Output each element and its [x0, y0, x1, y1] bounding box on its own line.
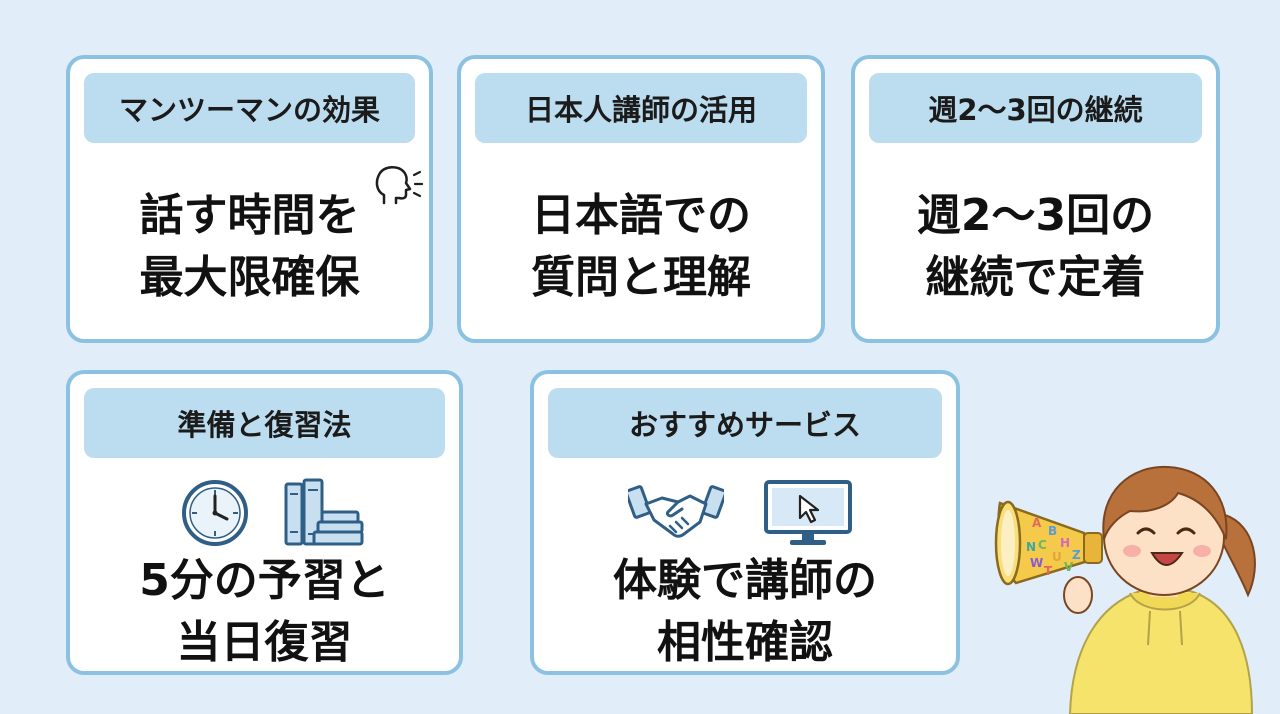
speaking-head-icon	[372, 163, 426, 209]
svg-text:V: V	[1064, 560, 1074, 574]
card-body: 話す時間を 最大限確保	[139, 190, 360, 303]
svg-text:T: T	[1044, 564, 1053, 578]
card-body: 体験で講師の 相性確認	[613, 555, 877, 668]
svg-text:U: U	[1052, 550, 1062, 564]
card-recommended: おすすめサービス 体験で講師の 相性確認	[530, 370, 960, 675]
girl-with-megaphone-illustration: A B C H U Z W T N V	[990, 455, 1280, 714]
card-title: おすすめサービス	[548, 388, 942, 458]
svg-text:H: H	[1060, 536, 1070, 550]
card-title: マンツーマンの効果	[84, 73, 415, 143]
card-title: 準備と復習法	[84, 388, 445, 458]
computer-monitor-icon	[762, 478, 854, 548]
svg-text:A: A	[1032, 516, 1042, 530]
svg-text:W: W	[1030, 556, 1043, 570]
card-body: 5分の予習と 当日復習	[139, 555, 390, 668]
card-japanese-teacher: 日本人講師の活用 日本語での 質問と理解	[457, 55, 825, 343]
card-preparation: 準備と復習法 5分の予習と 当日復習	[66, 370, 463, 675]
card-body: 日本語での 質問と理解	[531, 190, 751, 303]
clock-icon	[180, 478, 250, 548]
card-manto-man: マンツーマンの効果 話す時間を 最大限確保	[66, 55, 433, 343]
card-title: 日本人講師の活用	[475, 73, 807, 143]
books-icon	[282, 476, 366, 548]
card-title: 週2〜3回の継続	[869, 73, 1202, 143]
svg-text:N: N	[1026, 540, 1036, 554]
svg-text:B: B	[1048, 524, 1057, 538]
card-body: 週2〜3回の 継続で定着	[916, 190, 1155, 303]
card-continuity: 週2〜3回の継続 週2〜3回の 継続で定着	[851, 55, 1220, 343]
svg-text:C: C	[1038, 538, 1047, 552]
handshake-icon	[628, 482, 724, 542]
svg-text:Z: Z	[1072, 548, 1081, 562]
